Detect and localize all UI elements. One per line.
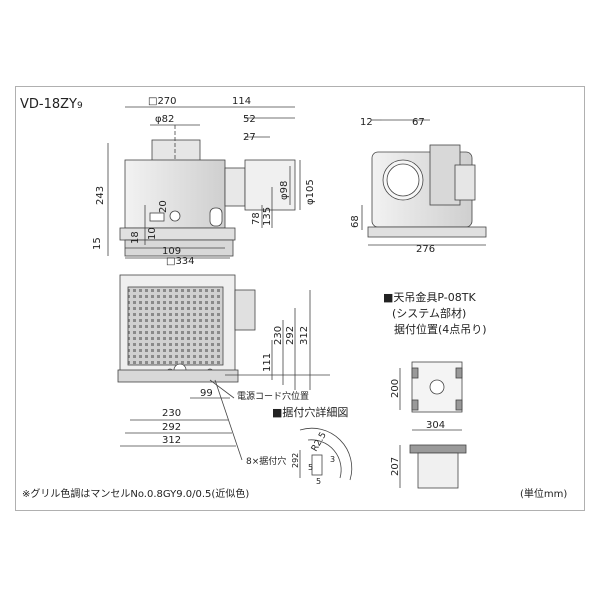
detail-r25: R2.5 — [310, 431, 329, 454]
dim-52: 52 — [243, 114, 256, 125]
dim-15: 15 — [92, 237, 103, 250]
dim-20: 20 — [158, 200, 169, 213]
dim-230-vertical: 230 — [273, 326, 284, 345]
bracket-dim-200: 200 — [390, 379, 401, 398]
drawing-frame — [15, 86, 585, 511]
dim-230: 230 — [162, 408, 181, 419]
mounting-hole-detail — [299, 427, 353, 481]
dim-box-334: □334 — [166, 256, 195, 267]
cord-hole-label: 電源コード穴位置 — [237, 390, 309, 402]
dim-312-vertical: 312 — [299, 326, 310, 345]
dim-292-vertical: 292 — [285, 326, 296, 345]
dim-67: 67 — [412, 117, 425, 128]
detail-5b: 5 — [316, 477, 321, 486]
dim-99: 99 — [200, 388, 213, 399]
dim-114: 114 — [232, 96, 251, 107]
dim-78: 78 — [251, 212, 262, 225]
dim-243: 243 — [95, 186, 106, 205]
unit-label: (単位mm) — [520, 487, 567, 500]
front-view — [107, 106, 301, 259]
dim-10: 10 — [147, 227, 158, 240]
dim-phi-98: φ98 — [279, 181, 290, 200]
dim-18: 18 — [130, 231, 141, 244]
detail-title: ■据付穴詳細図 — [272, 405, 348, 419]
dim-312: 312 — [162, 435, 181, 446]
footnote: ※グリル色調はマンセルNo.0.8GY9.0/0.5(近似色) — [22, 487, 249, 500]
bracket-position: 据付位置(4点吊り) — [394, 322, 487, 336]
bracket-side-view — [399, 444, 467, 489]
dim-12: 12 — [360, 117, 373, 128]
side-view — [361, 119, 487, 246]
dim-phi-82: φ82 — [155, 114, 174, 125]
dim-111: 111 — [262, 353, 273, 372]
bracket-top-view — [399, 361, 463, 431]
dim-135: 135 — [262, 207, 273, 226]
bottom-view — [117, 274, 330, 461]
dim-phi-105: φ105 — [305, 179, 316, 205]
dim-276: 276 — [416, 244, 435, 255]
model-name: VD-18ZY9 — [20, 97, 83, 112]
mounting-holes-label: 8×据付穴 — [246, 455, 286, 467]
detail-3: 3 — [330, 455, 335, 464]
dim-292: 292 — [162, 422, 181, 433]
bracket-title: ■天吊金具P-08TK — [383, 290, 476, 304]
bracket-dim-304: 304 — [426, 420, 445, 431]
bracket-dim-207: 207 — [390, 457, 401, 476]
detail-292: 292 — [291, 453, 300, 468]
dim-109: 109 — [162, 246, 181, 257]
detail-5a: 5 — [308, 463, 313, 472]
bracket-subtitle: (システム部材) — [392, 306, 466, 320]
dim-box-270: □270 — [148, 96, 177, 107]
dim-68: 68 — [350, 215, 361, 228]
dim-27: 27 — [243, 132, 256, 143]
